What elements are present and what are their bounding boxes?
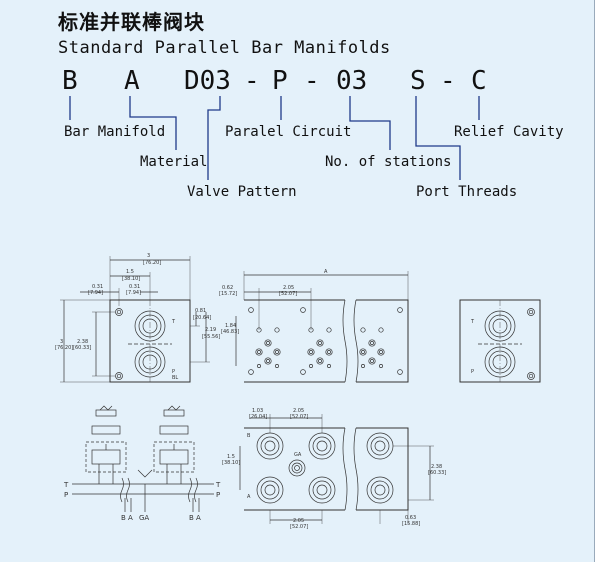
dim-031b-mm: [7.94] (126, 290, 141, 296)
hydraulic-schematic (72, 405, 214, 512)
label-no-of-stations: No. of stations (325, 154, 452, 170)
dim-238: 2.38 (77, 339, 88, 345)
leader-port-threads (415, 96, 461, 180)
label-valve-pattern: Valve Pattern (187, 184, 297, 200)
dim-238b-mm: [60.33] (428, 470, 446, 476)
bottom-port-b: B (247, 433, 251, 439)
schematic-labels: T P B A GA B A T P (63, 481, 221, 522)
dim-238-mm: [60.33] (73, 345, 91, 351)
side-view (459, 299, 541, 383)
sch-p: P (64, 491, 68, 499)
sch-ga: GA (139, 514, 149, 522)
label-bar-manifold: Bar Manifold (64, 124, 166, 140)
label-relief-cavity: Relief Cavity (454, 124, 564, 140)
side-port-p: P (471, 369, 474, 375)
dim-063: 0.63 (405, 515, 416, 521)
port-t: T (171, 319, 176, 325)
dim-081: 0.81 (195, 308, 206, 314)
sch-b2: B (189, 514, 194, 522)
bottom-port-a: A (247, 494, 251, 500)
dim-031a: 0.31 (92, 284, 103, 290)
hole-pattern-3 (359, 307, 403, 375)
dim-103: 1.03 (252, 408, 263, 414)
top-view (235, 271, 409, 383)
side-port-t: T (470, 319, 475, 325)
title-english: Standard Parallel Bar Manifolds (58, 38, 391, 58)
hole-pattern-1 (248, 307, 281, 375)
bottom-view (239, 414, 434, 524)
dim-063-mm: [15.88] (402, 521, 420, 527)
dim-3: 3 (147, 253, 150, 259)
leader-valve-pattern (207, 96, 221, 180)
dim-031b: 0.31 (129, 284, 140, 290)
dim-15b: 1.5 (227, 454, 235, 460)
dim-219: 2.19 (205, 327, 216, 333)
dim-205b-mm: [52.07] (290, 414, 308, 420)
title-chinese: 标准并联棒阀块 (58, 10, 205, 34)
dim-062-mm: [15.72] (219, 291, 237, 297)
dim-205-mm: [52.07] (279, 291, 297, 297)
dim-205: 2.05 (283, 285, 294, 291)
end-view (60, 256, 210, 383)
dim-205b: 2.05 (293, 408, 304, 414)
label-paralel-circuit: Paralel Circuit (225, 124, 352, 140)
leader-no-of-stations (349, 96, 391, 150)
dim-219-mm: [55.56] (202, 334, 220, 340)
code-dash-1: - (244, 66, 260, 96)
sch-t2: T (215, 481, 221, 489)
code-dash-3: - (440, 66, 456, 96)
sch-a2: A (196, 514, 201, 522)
bottom-port-ga: GA (294, 452, 302, 458)
end-view-labels: 3 [76.20] 1.5 [38.10] 0.31 [7.94] 0.31 [… (55, 253, 220, 381)
sch-t: T (63, 481, 69, 489)
hole-pattern-2 (300, 307, 333, 375)
side-view-labels: T P (470, 319, 475, 375)
dim-062: 0.62 (222, 285, 233, 291)
sch-b: B (121, 514, 126, 522)
dim-205c: 2.05 (293, 518, 304, 524)
code-s: S (410, 66, 426, 96)
code-d03: D03 (184, 66, 231, 96)
bottom-view-labels: 1.03 [26.04] 2.05 [52.07] 2.05 [52.07] 1… (222, 408, 446, 530)
dim-a: A (324, 269, 328, 275)
dim-103-mm: [26.04] (249, 414, 267, 420)
sch-a: A (128, 514, 133, 522)
code-c: C (471, 66, 487, 96)
dim-238b: 2.38 (431, 464, 442, 470)
dim-3-mm: [76.20] (143, 260, 161, 266)
dim-205c-mm: [52.07] (290, 524, 308, 530)
dim-3v-mm: [76.20] (55, 345, 73, 351)
sch-p2: P (216, 491, 220, 499)
leader-material (129, 96, 177, 150)
dim-1-5: 1.5 (126, 269, 134, 275)
code-dash-2: - (304, 66, 320, 96)
port-bl: BL (172, 375, 178, 381)
dim-184: 1.84 (225, 323, 236, 329)
port-p: P (172, 369, 175, 375)
dim-15b-mm: [38.10] (222, 460, 240, 466)
leader-lines (69, 96, 480, 180)
code-a: A (124, 66, 140, 96)
dim-1-5-mm: [38.10] (122, 276, 140, 282)
dim-184-mm: [46.83] (221, 329, 239, 335)
label-material: Material (140, 154, 208, 170)
dim-081-mm: [20.64] (193, 315, 211, 321)
code-b: B (62, 66, 78, 96)
dim-3v: 3 (60, 339, 63, 345)
label-port-threads: Port Threads (416, 184, 518, 200)
dim-031a-mm: [7.94] (88, 290, 103, 296)
top-view-labels: A 0.62 [15.72] 2.05 [52.07] 1.84 [46.83] (219, 269, 328, 335)
code-p: P (272, 66, 288, 96)
code-03: 03 (336, 66, 368, 96)
